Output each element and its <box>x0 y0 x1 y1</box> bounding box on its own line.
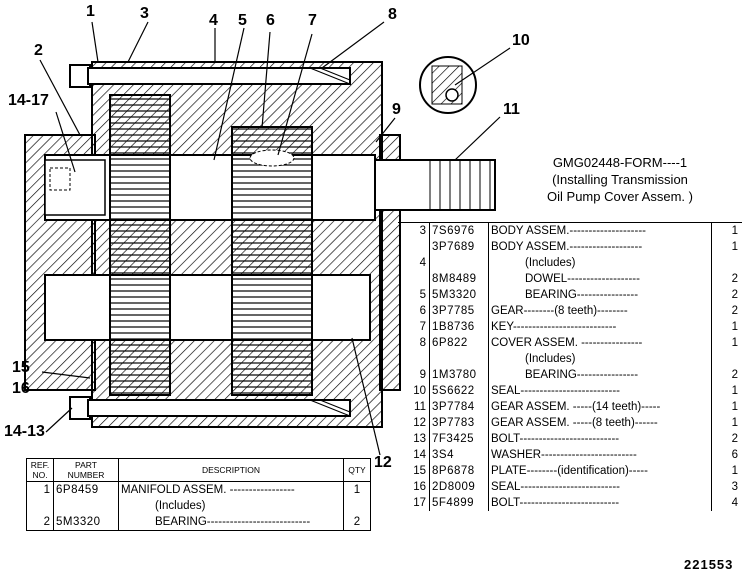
callout-14-17: 14-17 <box>8 92 49 109</box>
callout-8: 8 <box>388 6 397 23</box>
form-note: GMG02448-FORM----1 (Installing Transmiss… <box>540 154 700 205</box>
top-bolt <box>69 64 351 88</box>
callout-1: 1 <box>86 3 95 20</box>
seal-detail-inset <box>419 56 477 114</box>
bottom-bolt <box>69 396 351 420</box>
form-note-line-1: GMG02448-FORM----1 <box>552 155 688 170</box>
housing-body <box>24 61 401 428</box>
form-note-line-3: Oil Pump Cover Assem. ) <box>547 189 693 204</box>
callout-9: 9 <box>392 101 401 118</box>
callout-2: 2 <box>34 42 43 59</box>
callout-6: 6 <box>266 12 275 29</box>
gear-right-stack <box>231 126 313 396</box>
table-header-row: REF. NO. PART NUMBER DESCRIPTION QTY <box>26 458 371 482</box>
figure-reference-number: 221553 <box>684 557 734 572</box>
callout-5: 5 <box>238 12 247 29</box>
gear-left-stack <box>109 94 171 396</box>
callout-16: 16 <box>12 380 30 397</box>
drive-shaft-splined <box>374 159 496 211</box>
callout-10: 10 <box>512 32 530 49</box>
leader-lines <box>39 21 511 456</box>
form-note-line-2: (Installing Transmission <box>552 172 688 187</box>
lower-shaft <box>44 274 371 341</box>
callout-11: 11 <box>503 101 520 118</box>
table-row: 4(Includes) <box>398 255 742 271</box>
table-row: (Includes) <box>26 498 371 514</box>
header-part-number: PART NUMBER <box>53 458 119 482</box>
header-ref-no: REF. NO. <box>26 458 54 482</box>
callout-7: 7 <box>308 12 317 29</box>
callout-12: 12 <box>374 454 392 471</box>
callout-15: 15 <box>12 359 30 376</box>
upper-shaft <box>44 154 376 221</box>
callout-4: 4 <box>209 12 218 29</box>
header-description: DESCRIPTION <box>118 458 344 482</box>
table-row: (Includes) <box>398 351 742 367</box>
header-qty: QTY <box>343 458 371 482</box>
callout-3: 3 <box>140 5 149 22</box>
callout-14-13: 14-13 <box>4 423 45 440</box>
